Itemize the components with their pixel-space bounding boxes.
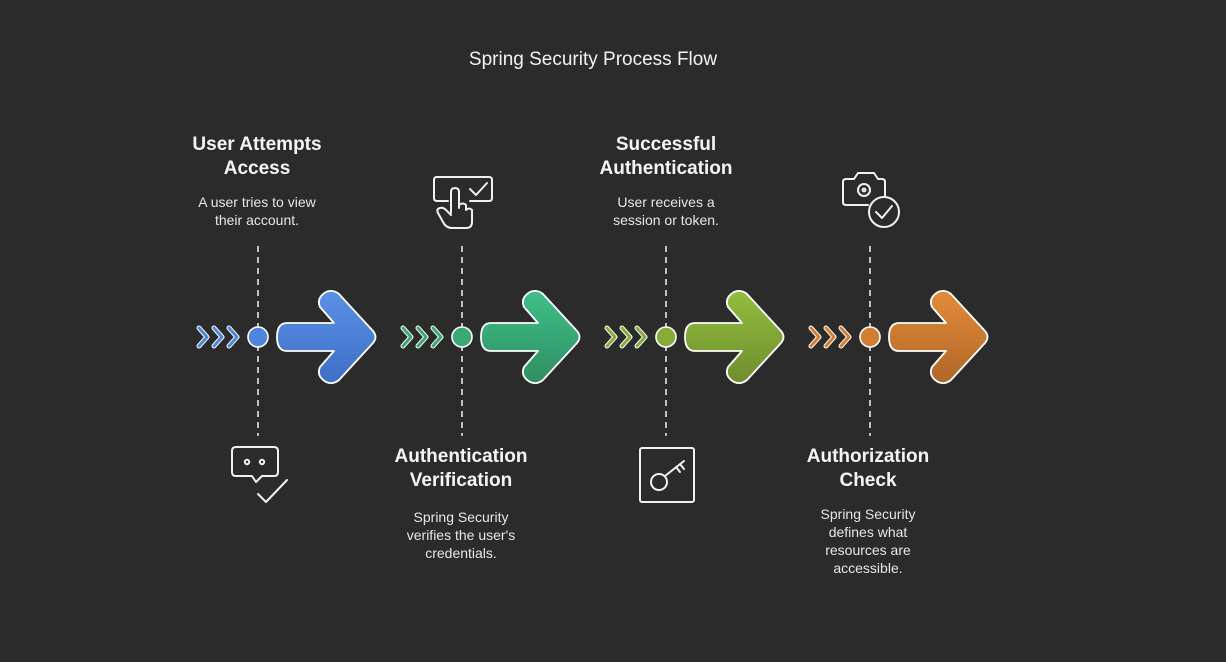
- step-2-chevrons: [400, 325, 444, 349]
- camera-check-icon: [842, 172, 900, 228]
- step-4-desc-line-4: accessible.: [833, 560, 903, 576]
- step-2-node: [451, 326, 473, 348]
- step-4-desc-line-3: resources are: [825, 542, 911, 558]
- step-4-title: Authorization Check: [768, 445, 968, 493]
- chat-check-icon: [231, 446, 288, 503]
- step-4-title-line-2: Check: [839, 470, 897, 491]
- step-1-chevrons: [196, 325, 240, 349]
- step-1-description: A user tries to view their account.: [167, 193, 347, 229]
- step-1-node: [247, 326, 269, 348]
- step-2-desc-line-2: verifies the user's: [406, 527, 516, 543]
- step-3-title-line-1: Successful: [615, 134, 717, 155]
- step-2-title: Authentication Verification: [361, 445, 561, 493]
- step-3-arrow: [684, 289, 785, 385]
- step-2-title-line-1: Authentication: [394, 446, 528, 467]
- diagram-title: Spring Security Process Flow: [468, 49, 718, 70]
- step-3-desc-line-1: User receives a: [617, 194, 715, 210]
- step-1-title-line-1: User Attempts: [192, 134, 322, 155]
- step-3-node: [655, 326, 677, 348]
- step-3-title-line-2: Authentication: [599, 158, 733, 179]
- step-1-arrow: [276, 289, 377, 385]
- step-1-desc-line-1: A user tries to view: [198, 194, 316, 210]
- step-4-arrow: [888, 289, 989, 385]
- step-2-title-line-2: Verification: [409, 470, 513, 491]
- step-2-desc-line-3: credentials.: [425, 545, 497, 561]
- step-4-description: Spring Security defines what resources a…: [778, 505, 958, 577]
- touch-check-icon: [433, 176, 493, 229]
- key-icon: [639, 447, 695, 503]
- step-4-desc-line-2: defines what: [828, 524, 908, 540]
- step-3-desc-line-2: session or token.: [613, 212, 719, 228]
- step-2-description: Spring Security verifies the user's cred…: [371, 508, 551, 562]
- step-4-title-line-1: Authorization: [806, 446, 930, 467]
- step-3-title: Successful Authentication: [566, 133, 766, 181]
- step-3-chevrons: [604, 325, 648, 349]
- step-4-node: [859, 326, 881, 348]
- step-1-title: User Attempts Access: [157, 133, 357, 181]
- step-1-title-line-2: Access: [223, 158, 291, 179]
- step-2-arrow: [480, 289, 581, 385]
- step-3-description: User receives a session or token.: [576, 193, 756, 229]
- step-4-desc-line-1: Spring Security: [820, 506, 916, 522]
- step-1-desc-line-2: their account.: [214, 212, 300, 228]
- step-2-desc-line-1: Spring Security: [413, 509, 509, 525]
- step-4-chevrons: [808, 325, 852, 349]
